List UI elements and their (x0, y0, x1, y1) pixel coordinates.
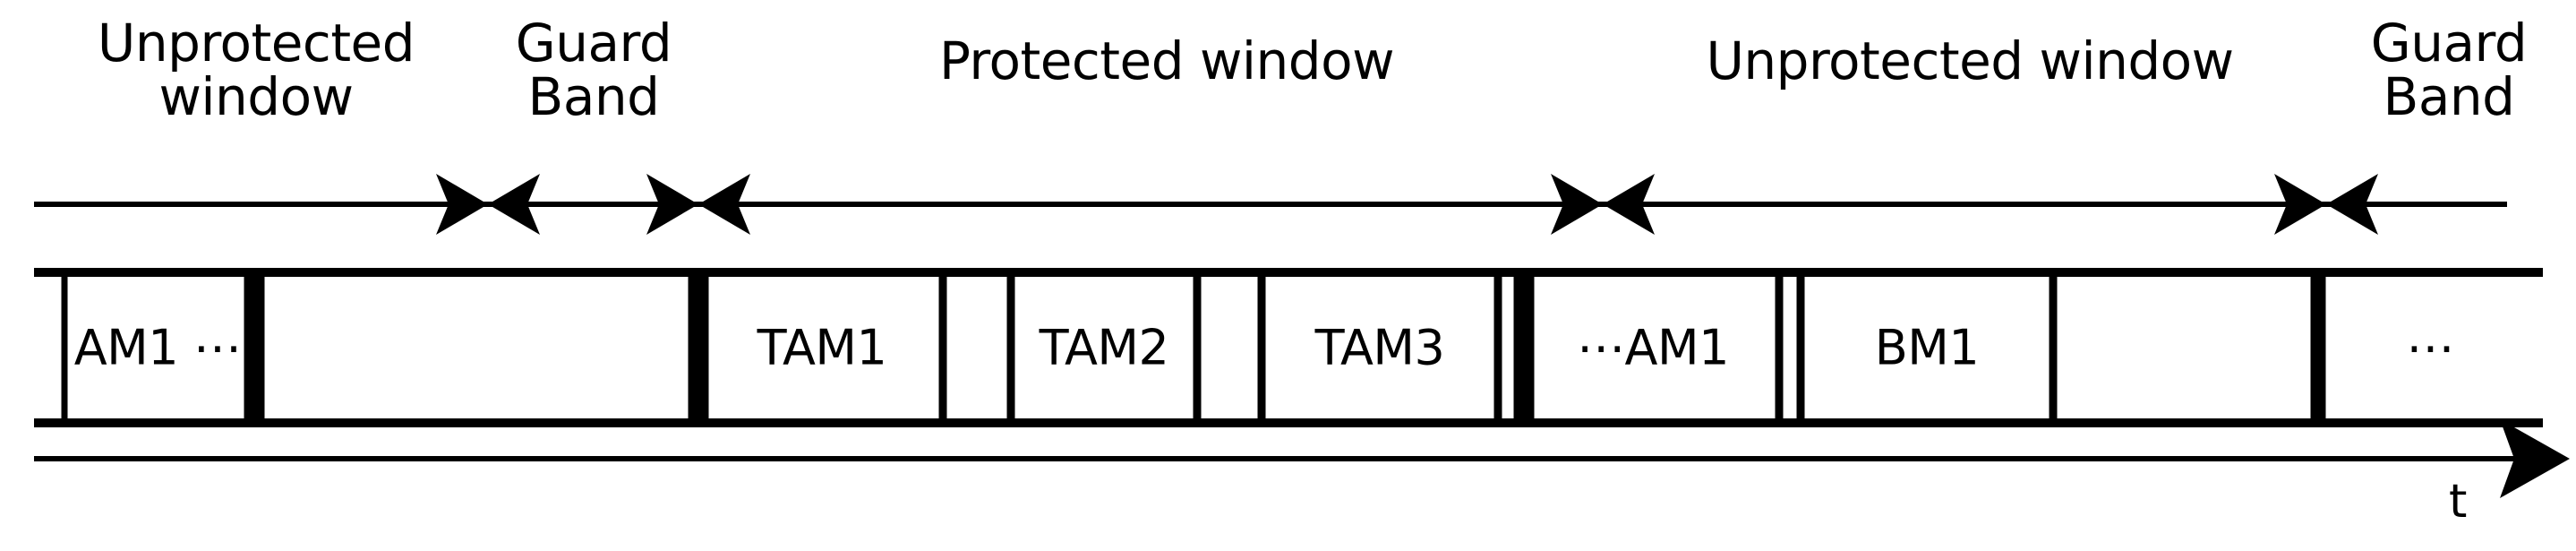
marker-guard-left-end-right-head (698, 174, 750, 235)
marker-guard-left-end-left-head (646, 174, 698, 235)
protected-window-label: Protected window (938, 30, 1395, 91)
unprotected-window-right-label: Unprotected window (1706, 30, 2234, 91)
slot-tam1-label: TAM1 (757, 319, 887, 376)
marker-unprotected-right-end-left-head (2274, 174, 2326, 235)
time-axis-arrowhead (2500, 419, 2570, 498)
marker-unprotected-left-end-left-head (436, 174, 488, 235)
slot-ellipsis-label: ⋯ (2406, 319, 2454, 376)
marker-unprotected-right-end-right-head (2326, 174, 2378, 235)
slot-tam2-label: TAM2 (1039, 319, 1169, 376)
unprotected-window-left-label: Unprotected window (97, 13, 415, 128)
marker-protected-end-right-head (1603, 174, 1655, 235)
slot-am1-cont-label: ⋯AM1 (1577, 319, 1729, 376)
marker-unprotected-left-end-right-head (488, 174, 540, 235)
guard-band-right-label: Guard Band (2370, 13, 2528, 128)
guard-band-left-label: Guard Band (515, 13, 672, 128)
slot-tam3-label: TAM3 (1314, 319, 1445, 376)
slot-am1-label: AM1 ⋯ (73, 319, 242, 376)
slot-bm1-label: BM1 (1874, 319, 1980, 376)
time-axis-label: t (2449, 475, 2468, 529)
marker-protected-end-left-head (1551, 174, 1603, 235)
